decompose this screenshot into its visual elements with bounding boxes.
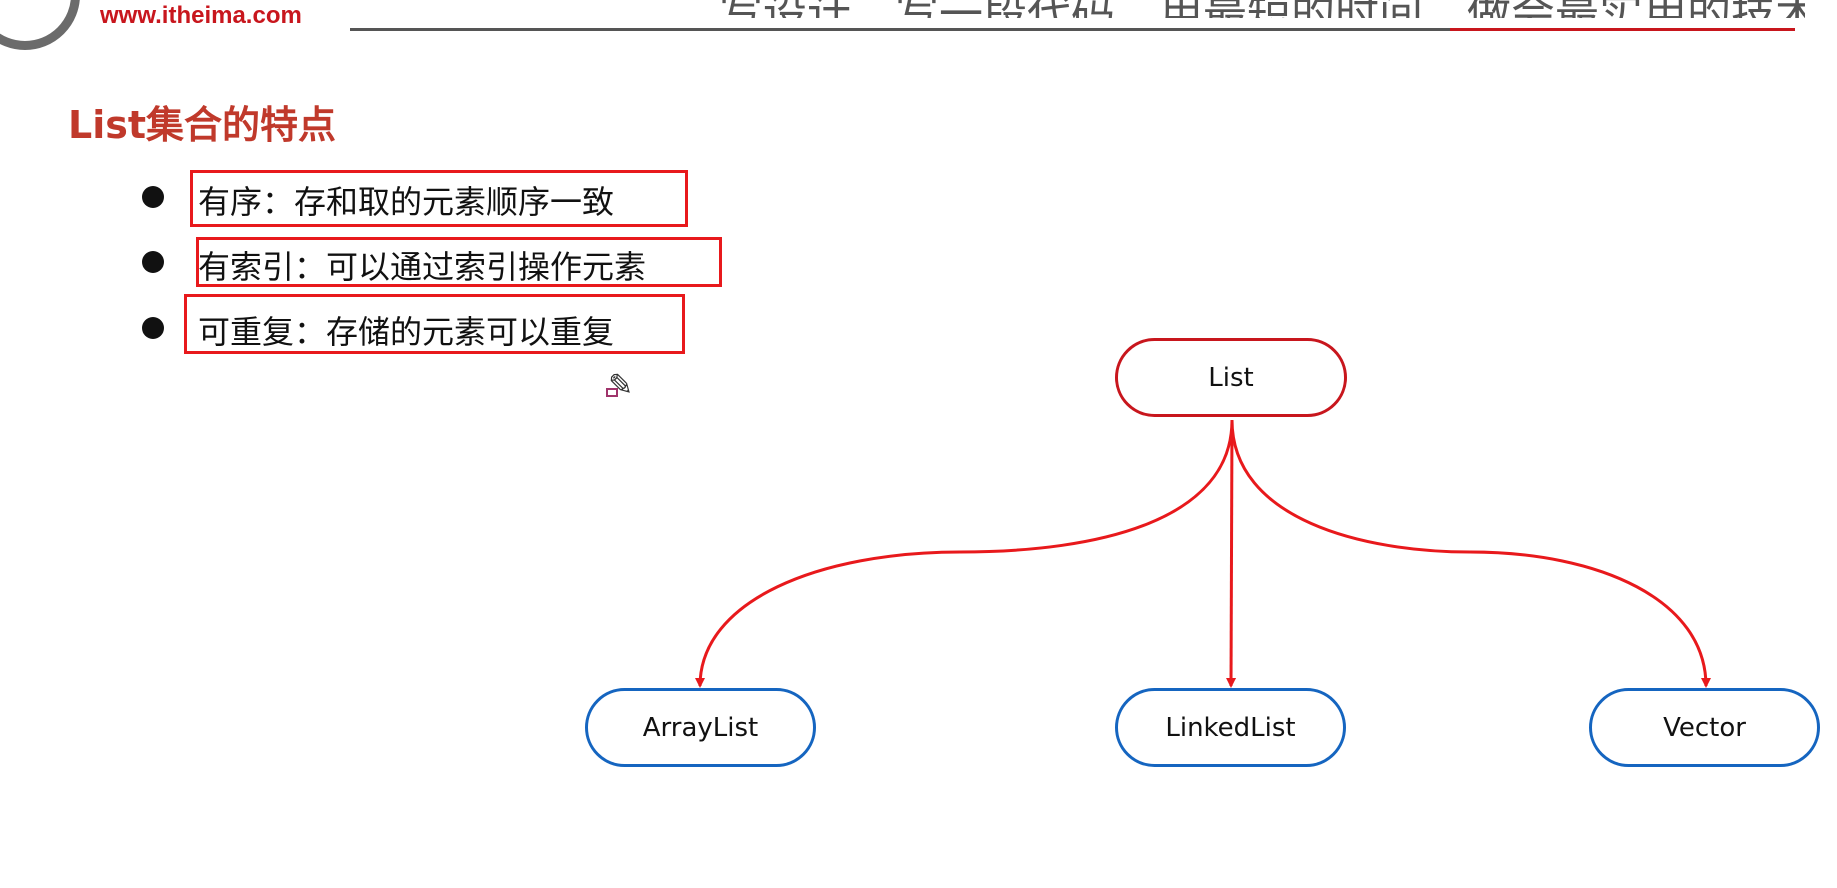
bullet-icon: [142, 251, 164, 273]
list-item: 可重复：存储的元素可以重复: [198, 313, 615, 351]
edge-list-vector: [1230, 419, 1711, 688]
list-item: 有序：存和取的元素顺序一致: [198, 183, 615, 221]
highlight-box: [196, 237, 722, 287]
node-list: List: [1115, 338, 1347, 417]
node-arraylist: ArrayList: [585, 688, 816, 767]
highlight-box: [184, 294, 685, 354]
cursor-marker-icon: [606, 388, 618, 397]
list-item: 有索引：可以通过索引操作元素: [198, 248, 647, 286]
logo-url: www.itheima.com: [100, 2, 302, 29]
highlight-box: [190, 170, 688, 227]
bullet-icon: [142, 317, 164, 339]
pencil-cursor-icon: ✎: [608, 368, 634, 403]
node-vector: Vector: [1589, 688, 1820, 767]
header-divider-accent: [1450, 28, 1795, 31]
edge-list-linkedlist: [1226, 419, 1237, 688]
bullet-icon: [142, 186, 164, 208]
node-linkedlist: LinkedList: [1115, 688, 1346, 767]
header-divider: [350, 28, 1450, 31]
slide-title: List集合的特点: [68, 103, 337, 147]
slogan: …写设计，写一段代码，用最短的时间，做会最实用的技术…: [675, 0, 1805, 18]
edge-list-arraylist: [695, 419, 1234, 688]
